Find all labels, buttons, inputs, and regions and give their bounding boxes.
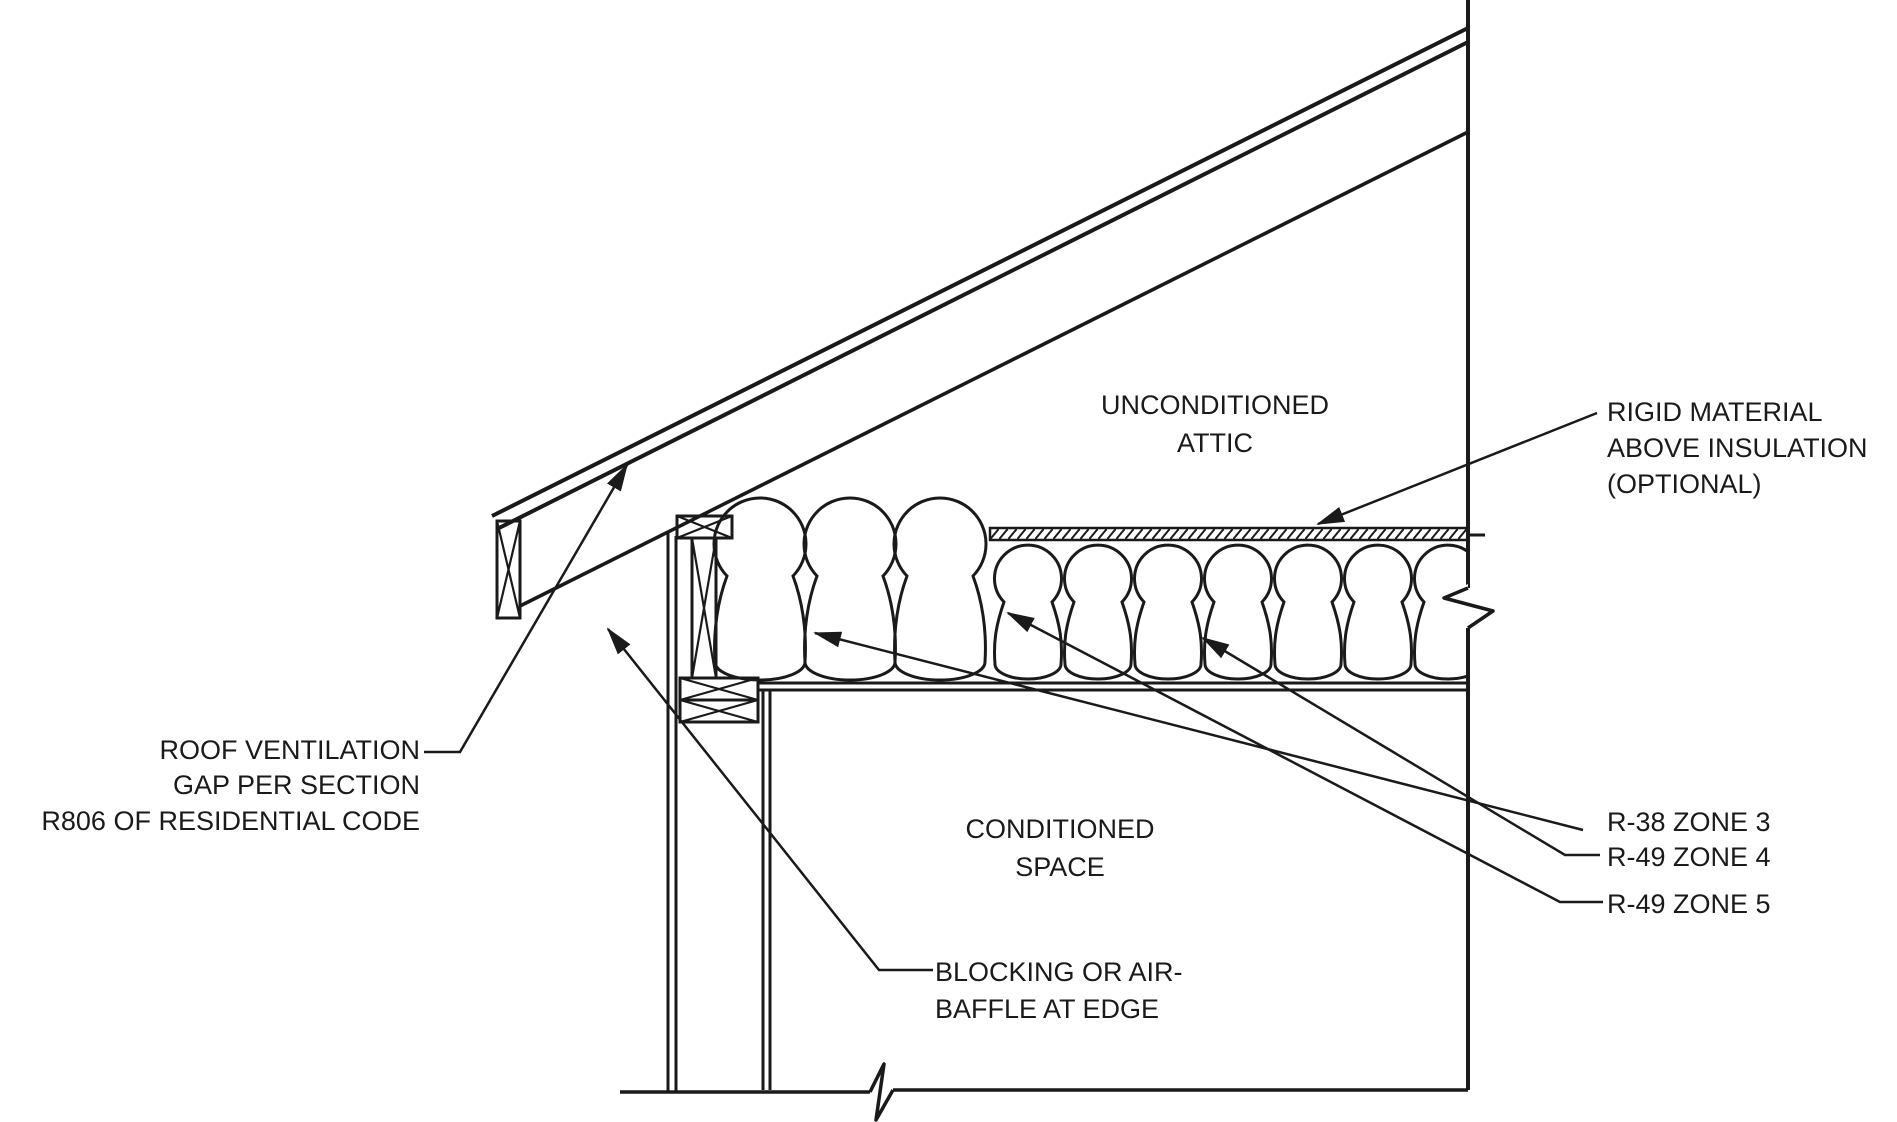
vent-label-line3: R806 OF RESIDENTIAL CODE xyxy=(41,806,420,836)
leader-blocking xyxy=(606,627,933,972)
rigid-label-line3: (OPTIONAL) xyxy=(1607,469,1762,499)
break-symbol-right xyxy=(1442,586,1495,630)
roof-deck-bottom-line xyxy=(496,40,1469,531)
wall-stud xyxy=(690,537,718,679)
break-symbol-bottom xyxy=(868,1062,895,1122)
leader-zone4 xyxy=(1201,636,1600,857)
eave-blocking xyxy=(675,514,734,540)
ceiling-line xyxy=(758,681,1468,692)
ceiling-insulation-batts xyxy=(712,496,1466,682)
rigid-material-strip xyxy=(988,526,1485,542)
zone5-label: R-49 ZONE 5 xyxy=(1607,889,1771,919)
leader-roof-ventilation xyxy=(424,463,629,754)
blocking-label-line1: BLOCKING OR AIR- xyxy=(935,957,1183,987)
leader-rigid-material xyxy=(1316,411,1598,526)
attic-label-line1: UNCONDITIONED xyxy=(1101,390,1329,420)
vent-label-line1: ROOF VENTILATION xyxy=(159,735,420,765)
space-label-line1: CONDITIONED xyxy=(966,814,1155,844)
zone4-label: R-49 ZONE 4 xyxy=(1607,842,1771,872)
right-section-boundary xyxy=(1440,0,1496,1090)
fascia-board xyxy=(495,519,522,620)
leader-lines xyxy=(424,411,1603,972)
roof-deck-top-line xyxy=(491,26,1469,518)
blocking-label-line2: BAFFLE AT EDGE xyxy=(935,994,1159,1024)
rigid-label-line2: ABOVE INSULATION xyxy=(1607,433,1868,463)
floor-line xyxy=(620,1062,1468,1122)
labels: UNCONDITIONED ATTIC CONDITIONED SPACE RI… xyxy=(41,390,1867,1024)
rigid-label-line1: RIGID MATERIAL xyxy=(1607,397,1823,427)
leader-zone3 xyxy=(813,631,1584,832)
leader-zone5 xyxy=(1006,611,1603,904)
vent-label-line2: GAP PER SECTION xyxy=(173,770,420,800)
zone3-label: R-38 ZONE 3 xyxy=(1607,807,1771,837)
space-label-line2: SPACE xyxy=(1015,852,1105,882)
attic-label-line2: ATTIC xyxy=(1177,428,1253,458)
double-top-plate xyxy=(678,676,760,724)
